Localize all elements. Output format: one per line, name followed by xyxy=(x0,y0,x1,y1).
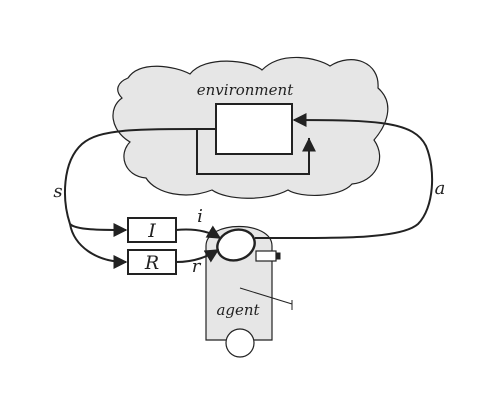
agent-wheel xyxy=(225,328,255,358)
state-signal-line xyxy=(64,127,217,225)
environment-label: environment xyxy=(197,81,294,99)
agent-sensor-tip xyxy=(275,252,281,260)
input-signal-label: i xyxy=(197,206,203,227)
action-signal-label: a xyxy=(435,178,446,199)
reward-signal-line xyxy=(175,249,220,263)
reward-box xyxy=(127,249,177,275)
environment-box xyxy=(215,103,293,155)
state-to-interpreter-line xyxy=(69,222,128,237)
agent-antenna xyxy=(239,287,293,310)
reward-box-label: R xyxy=(144,252,159,274)
reward-signal-label: r xyxy=(192,256,202,277)
action-signal-line xyxy=(254,113,434,240)
agent-label: agent xyxy=(216,301,260,319)
input-signal-line xyxy=(175,225,222,239)
state-signal-label: s xyxy=(53,181,62,202)
agent-sensor xyxy=(255,250,277,262)
environment-feedback-loop xyxy=(196,129,310,175)
interpreter-box-label: I xyxy=(147,220,156,242)
state-to-reward-line xyxy=(69,223,128,269)
